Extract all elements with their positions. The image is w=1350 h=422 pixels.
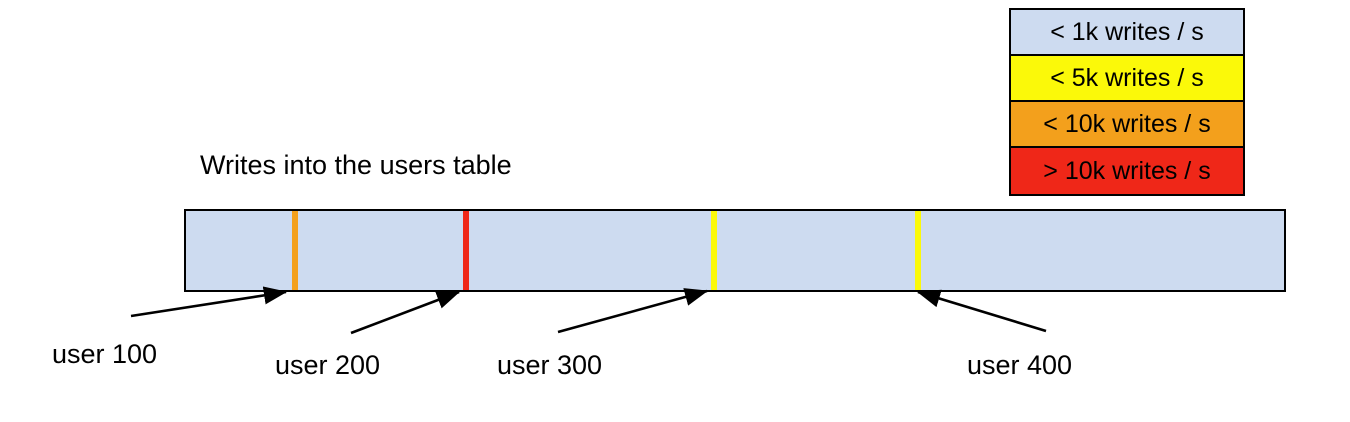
user-400-label: user 400 <box>967 350 1073 380</box>
user-100-arrow <box>130 286 288 318</box>
users-table-bar <box>184 209 1286 292</box>
legend-item-gt-10k: > 10k writes / s <box>1011 148 1243 194</box>
legend-item-lt-5k: < 5k writes / s <box>1011 56 1243 102</box>
legend-item-label: < 1k writes / s <box>1050 17 1204 46</box>
user-300-arrow <box>557 288 709 334</box>
user-300-stripe <box>711 211 717 290</box>
user-400-stripe <box>915 211 921 290</box>
user-300-label: user 300 <box>497 350 603 380</box>
chart-title: Writes into the users table <box>200 150 512 180</box>
user-200-stripe <box>463 211 469 290</box>
user-400-arrow <box>916 289 1047 333</box>
legend-item-lt-1k: < 1k writes / s <box>1011 10 1243 56</box>
legend-item-label: < 5k writes / s <box>1050 63 1204 92</box>
user-100-stripe <box>292 211 298 290</box>
user-200-label: user 200 <box>275 350 381 380</box>
user-100-label: user 100 <box>52 339 158 369</box>
user-200-arrow <box>350 290 461 335</box>
legend-item-lt-10k: < 10k writes / s <box>1011 102 1243 148</box>
legend-item-label: > 10k writes / s <box>1043 156 1211 185</box>
legend: < 1k writes / s < 5k writes / s < 10k wr… <box>1009 8 1245 196</box>
legend-item-label: < 10k writes / s <box>1043 109 1211 138</box>
